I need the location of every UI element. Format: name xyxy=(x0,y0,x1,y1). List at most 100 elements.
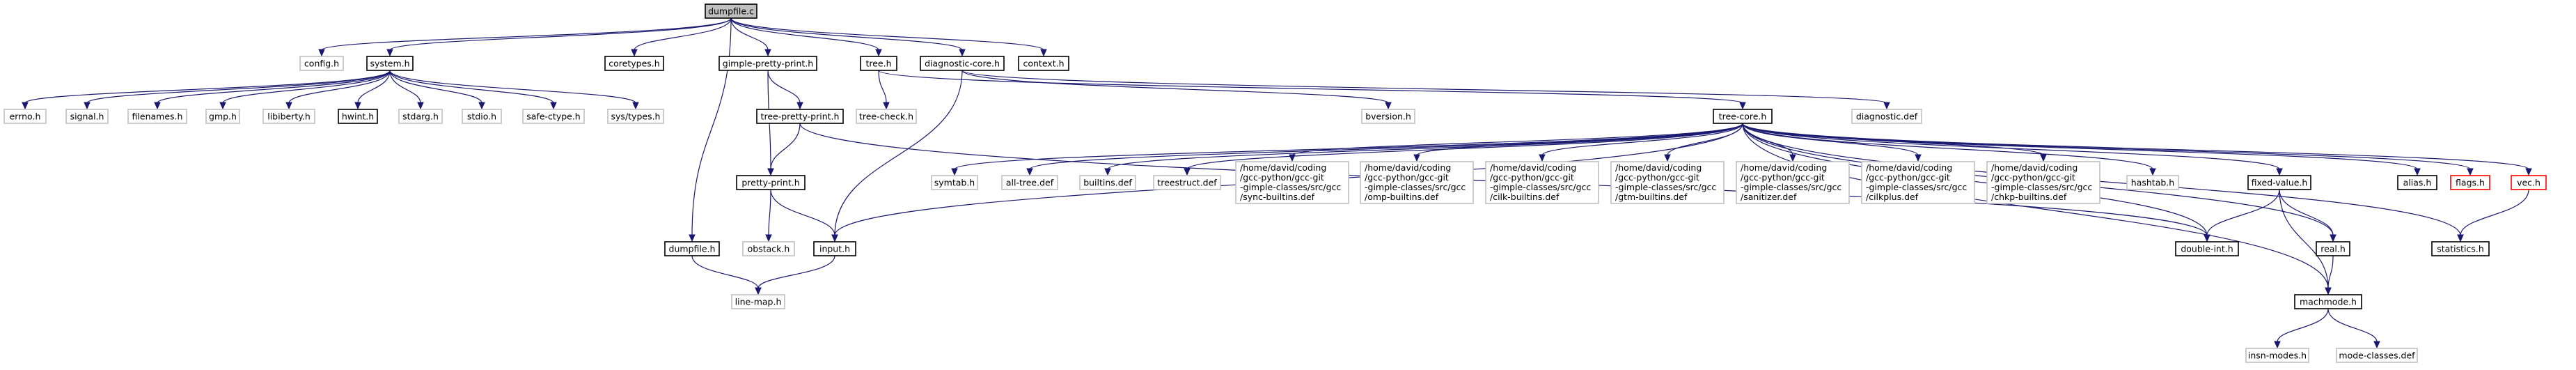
edge-arrowhead-system_h-to-libiberty_h xyxy=(285,102,292,110)
edge-input_h-to-line_map_h xyxy=(757,255,835,289)
node-label: hashtab.h xyxy=(2131,178,2174,188)
edge-arrowhead-machmode_h-to-insn_modes_h xyxy=(2274,341,2281,349)
edge-arrowhead-diagnostic_core_h-to-bversion_h xyxy=(1385,102,1392,110)
node-diagnostic-core-h[interactable]: diagnostic-core.h xyxy=(920,56,1005,71)
node-alias-h[interactable]: alias.h xyxy=(2397,175,2437,190)
edge-dumpfile_c-to-gimple_pretty_print_h xyxy=(730,17,769,51)
node-label: /gcc-python/gcc-git xyxy=(1240,172,1324,183)
node-box xyxy=(860,56,897,71)
edge-arrowhead-tree_core_h-to-symtab_h xyxy=(951,168,958,176)
node-coretypes-h[interactable]: coretypes.h xyxy=(604,56,664,71)
node-tree-pretty-print-h[interactable]: tree-pretty-print.h xyxy=(756,109,844,124)
edge-arrowhead-tree_core_h-to-treestruct_def xyxy=(1184,168,1191,176)
node-box xyxy=(1736,161,1850,204)
node-label: obstack.h xyxy=(748,244,790,254)
node-real-h[interactable]: real.h xyxy=(2316,241,2350,256)
edge-arrowhead-system_h-to-sys_types_h xyxy=(632,102,639,110)
node-box xyxy=(742,241,795,256)
node-label: errno.h xyxy=(10,111,41,122)
edge-arrowhead-tree_h-to-tree_check_h xyxy=(883,102,890,110)
edge-arrowhead-system_h-to-hwint_h xyxy=(354,102,361,110)
node-label: -gimple-classes/src/gcc xyxy=(1240,182,1341,192)
node-double-int-h[interactable]: double-int.h xyxy=(2175,241,2239,256)
edge-arrowhead-dumpfile_c-to-dumpfile_h xyxy=(689,234,696,242)
node-label: filenames.h xyxy=(132,111,183,122)
node-label: double-int.h xyxy=(2181,244,2233,254)
edge-arrowhead-tree_core_h-to-chkp_builtins_def xyxy=(2040,154,2047,162)
node-sanitizer-def: /home/david/coding/gcc-python/gcc-git-gi… xyxy=(1736,161,1850,204)
node-gimple-pretty-print-h[interactable]: gimple-pretty-print.h xyxy=(718,56,817,71)
edge-diagnostic_core_h-to-diagnostic_def xyxy=(961,70,1887,104)
node-context-h[interactable]: context.h xyxy=(1018,56,1069,71)
node-diagnostic-def: diagnostic.def xyxy=(1851,109,1922,124)
node-box xyxy=(462,109,502,124)
edge-arrowhead-tree_pretty_print_h-to-pretty_print_h xyxy=(767,168,774,176)
node-pretty-print-h[interactable]: pretty-print.h xyxy=(736,175,806,190)
node-label: -gimple-classes/src/gcc xyxy=(1866,182,1967,192)
node-box xyxy=(931,175,978,190)
edge-arrowhead-dumpfile_c-to-gimple_pretty_print_h xyxy=(764,49,771,57)
node-treestruct-def: treestruct.def xyxy=(1153,175,1221,190)
node-label: treestruct.def xyxy=(1157,178,1217,188)
node-dumpfile-c[interactable]: dumpfile.c xyxy=(705,3,757,19)
node-label: machmode.h xyxy=(2300,297,2357,307)
edge-machmode_h-to-mode_classes_def xyxy=(2327,308,2378,343)
node-line-map-h: line-map.h xyxy=(731,294,785,309)
edge-tree_core_h-to-chkp_builtins_def xyxy=(1742,123,2044,156)
edge-dumpfile_c-to-dumpfile_h xyxy=(691,17,732,236)
node-statistics-h[interactable]: statistics.h xyxy=(2431,241,2490,256)
edge-system_h-to-stdio_h xyxy=(389,70,482,104)
edge-arrowhead-tree_core_h-to-fixed_value_h xyxy=(2276,168,2283,176)
edge-arrowhead-dumpfile_c-to-system_h xyxy=(386,49,393,57)
edge-arrowhead-vec_h-to-statistics_h xyxy=(2457,234,2464,242)
node-box xyxy=(2511,175,2547,190)
node-label: builtins.def xyxy=(1083,178,1132,188)
node-input-h[interactable]: input.h xyxy=(813,241,856,256)
edge-system_h-to-safe_ctype_h xyxy=(389,70,554,104)
node-label: /gcc-python/gcc-git xyxy=(1365,172,1449,183)
node-label: tree-core.h xyxy=(1719,111,1767,122)
node-label: -gimple-classes/src/gcc xyxy=(1741,182,1841,192)
node-label: context.h xyxy=(1023,59,1064,69)
edge-tree_h-to-tree_check_h xyxy=(878,70,887,104)
node-box xyxy=(705,3,757,19)
node-box xyxy=(2316,241,2350,256)
node-vec-h[interactable]: vec.h xyxy=(2511,175,2547,190)
node-symtab-h: symtab.h xyxy=(931,175,978,190)
edge-pretty_print_h-to-obstack_h xyxy=(768,189,771,236)
edge-arrowhead-pretty_print_h-to-obstack_h xyxy=(765,234,772,242)
edge-tree_core_h-to-statistics_h xyxy=(1742,123,2461,236)
node-hwint-h[interactable]: hwint.h xyxy=(338,109,378,124)
edge-tree_core_h-to-flags_h xyxy=(1742,123,2471,170)
node-box xyxy=(607,109,664,124)
node-tree-core-h[interactable]: tree-core.h xyxy=(1713,109,1773,124)
edge-arrowhead-dumpfile_c-to-tree_h xyxy=(875,49,882,57)
node-dumpfile-h[interactable]: dumpfile.h xyxy=(664,241,720,256)
node-tree-h[interactable]: tree.h xyxy=(860,56,897,71)
node-box xyxy=(736,175,806,190)
node-label: /gcc-python/gcc-git xyxy=(1741,172,1825,183)
node-label: -gimple-classes/src/gcc xyxy=(1991,182,2092,192)
node-box xyxy=(1001,175,1058,190)
edge-tree_core_h-to-vec_h xyxy=(1742,123,2529,170)
edge-arrowhead-tree_core_h-to-cilkplus_def xyxy=(1915,154,1922,162)
edge-vec_h-to-statistics_h xyxy=(2460,189,2529,236)
edge-arrowhead-tree_core_h-to-input_h xyxy=(831,234,838,242)
node-box xyxy=(2247,175,2311,190)
edge-tree_core_h-to-alias_h xyxy=(1742,123,2418,170)
node-label: /omp-builtins.def xyxy=(1365,192,1439,202)
node-box xyxy=(1610,161,1725,204)
node-box xyxy=(920,56,1005,71)
node-system-h[interactable]: system.h xyxy=(366,56,414,71)
node-chkp-builtins-def: /home/david/coding/gcc-python/gcc-git-gi… xyxy=(1986,161,2100,204)
node-fixed-value-h[interactable]: fixed-value.h xyxy=(2247,175,2311,190)
node-label: fixed-value.h xyxy=(2252,178,2308,188)
node-label: statistics.h xyxy=(2437,244,2484,254)
node-flags-h[interactable]: flags.h xyxy=(2450,175,2490,190)
node-label: -gimple-classes/src/gcc xyxy=(1365,182,1466,192)
node-box xyxy=(1153,175,1221,190)
node-box xyxy=(2294,294,2362,309)
node-machmode-h[interactable]: machmode.h xyxy=(2294,294,2362,309)
